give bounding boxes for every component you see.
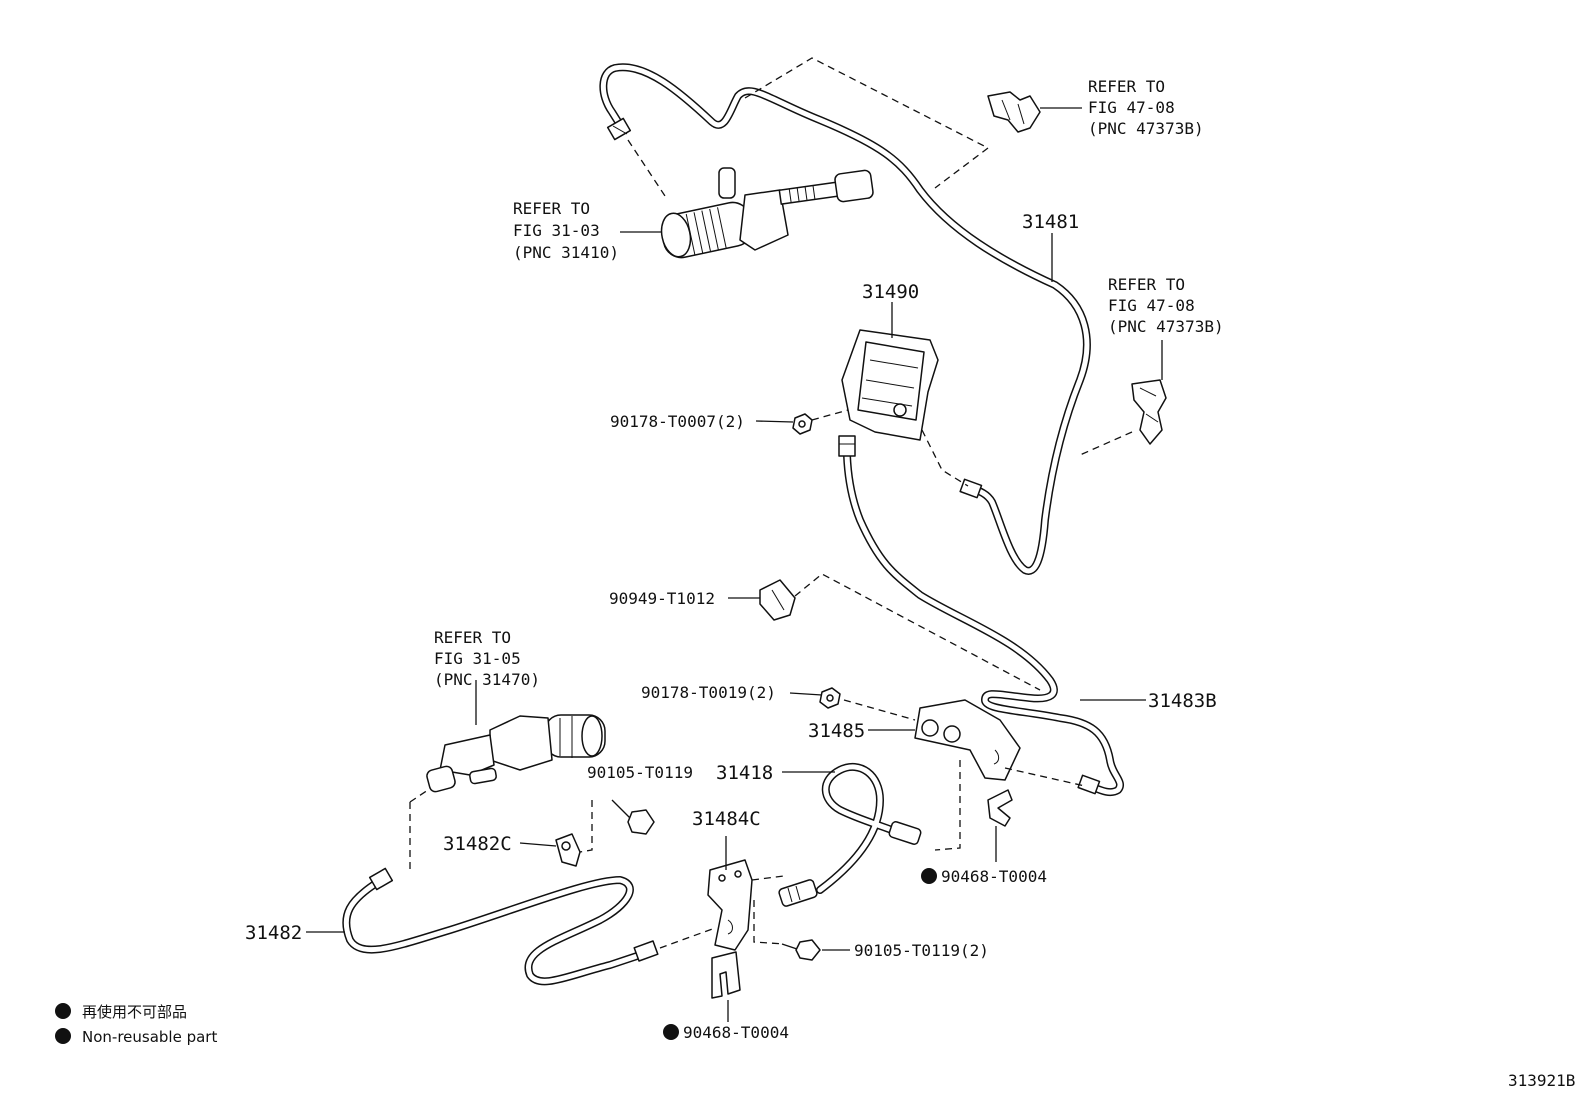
refer-line: (PNC 47373B) (1108, 317, 1224, 336)
refer-clamp-right: REFER TO FIG 47-08 (PNC 47373B) (1108, 275, 1224, 336)
refer-line: (PNC 31410) (513, 243, 619, 262)
refer-line: REFER TO (1088, 77, 1165, 96)
non-reusable-dot-icon (921, 868, 937, 884)
pipe-31483B (843, 451, 1124, 797)
hose-31418 (778, 762, 922, 907)
label-31484C: 31484C (692, 808, 761, 830)
refer-line: REFER TO (434, 628, 511, 647)
flare-nut-31483B-end (1077, 774, 1101, 795)
label-31485: 31485 (808, 720, 865, 742)
legend-jp: 再使用不可部品 (82, 1003, 187, 1021)
pipe-31482 (342, 867, 659, 986)
label-31418: 31418 (716, 762, 773, 784)
bracket-31490 (841, 329, 939, 441)
part-number: 90468-T0004 (941, 867, 1047, 886)
label-90105-T0119-2: 90105-T0119(2) (854, 941, 989, 960)
refer-line: FIG 47-08 (1108, 296, 1195, 315)
non-reusable-dot-icon (663, 1024, 679, 1040)
label-31482C: 31482C (443, 833, 512, 855)
label-31483B: 31483B (1148, 690, 1217, 712)
refer-clutch-master: REFER TO FIG 31-03 (PNC 31410) (513, 199, 619, 262)
label-31490: 31490 (862, 281, 919, 303)
legend-en: Non-reusable part (82, 1028, 217, 1046)
diagram-id: 313921B (1508, 1071, 1575, 1090)
label-90178-T0019: 90178-T0019(2) (641, 683, 776, 702)
flare-nut-31490 (959, 478, 983, 499)
pipe-31481 (599, 63, 1091, 575)
refer-line: REFER TO (513, 199, 590, 218)
non-reusable-dot-icon (55, 1003, 71, 1019)
clutch-master-cylinder (660, 167, 874, 259)
flare-nut-31483B-top (838, 435, 856, 457)
label-90949-T1012: 90949-T1012 (609, 589, 715, 608)
refer-line: (PNC 31470) (434, 670, 540, 689)
clip-90468-T0004-upper (987, 789, 1013, 827)
refer-line: FIG 31-03 (513, 221, 600, 240)
label-90105-T0119: 90105-T0119 (587, 763, 693, 782)
label-31481: 31481 (1022, 211, 1079, 233)
bracket-31482C (555, 833, 581, 867)
bracket-31484C (707, 859, 753, 951)
clip-90468-T0004-lower (711, 951, 741, 999)
non-reusable-dot-icon (55, 1028, 71, 1044)
bolt-90105-T0119 (611, 799, 655, 835)
label-90178-T0007: 90178-T0007(2) (610, 412, 745, 431)
refer-line: FIG 31-05 (434, 649, 521, 668)
refer-line: REFER TO (1108, 275, 1185, 294)
pipe-clamp-right (1131, 379, 1167, 445)
bracket-31485 (914, 699, 1021, 781)
clutch-release-cylinder (426, 714, 606, 793)
clamp-90949-T1012 (759, 579, 796, 621)
part-number: 90468-T0004 (683, 1023, 789, 1042)
legend: 再使用不可部品 Non-reusable part (55, 1003, 217, 1046)
pipe-clamp-upper (987, 91, 1041, 133)
leader-lines (306, 107, 1163, 1022)
label-90468-T0004-upper: 90468-T0004 (921, 867, 1047, 886)
refer-line: FIG 47-08 (1088, 98, 1175, 117)
nut-90178-T0019 (819, 687, 841, 709)
flare-nut-upper (606, 117, 632, 141)
assembly-lines (409, 57, 1133, 949)
label-90468-T0004-lower: 90468-T0004 (663, 1023, 789, 1042)
label-31482: 31482 (245, 922, 302, 944)
nut-90178-T0007 (792, 413, 813, 435)
refer-clamp-upper: REFER TO FIG 47-08 (PNC 47373B) (1088, 77, 1204, 138)
bolt-90105-T0119-2 (781, 939, 821, 961)
refer-release-cylinder: REFER TO FIG 31-05 (PNC 31470) (434, 628, 540, 689)
refer-line: (PNC 47373B) (1088, 119, 1204, 138)
